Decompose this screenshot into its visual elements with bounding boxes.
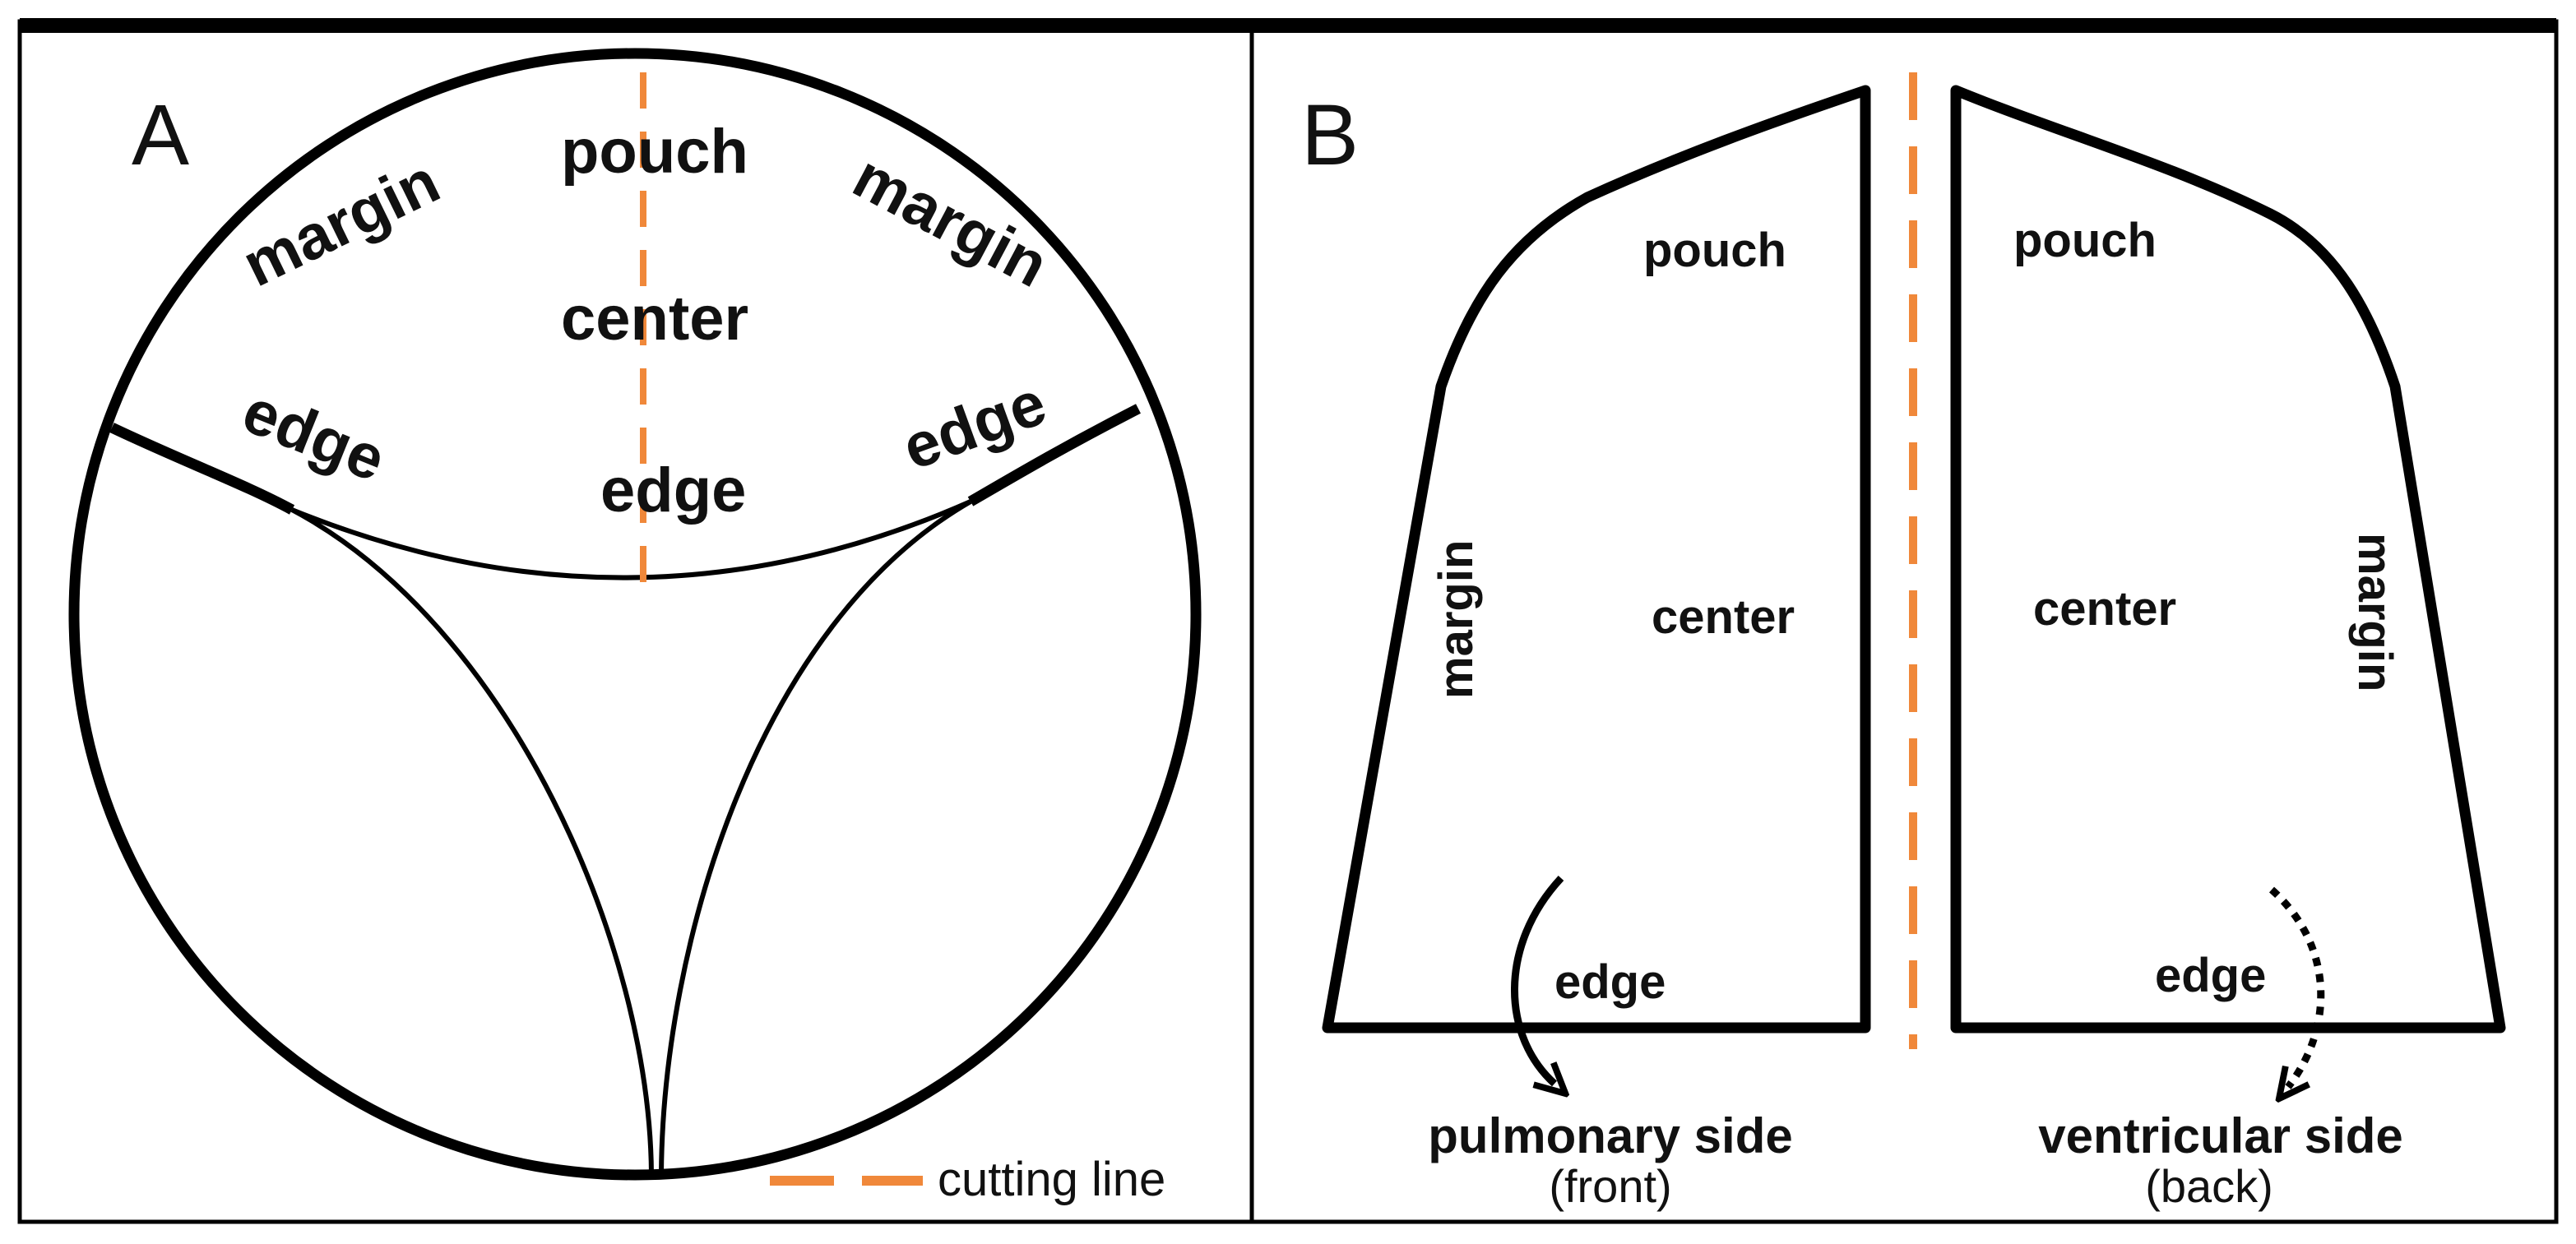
valve-annulus — [68, 48, 1202, 1181]
label-margin-front: margin — [1429, 540, 1483, 699]
cusp-line-right — [659, 499, 972, 1175]
leaflet-line-right — [967, 404, 1141, 506]
label-edge-left-a: edge — [234, 376, 395, 495]
leaflet-back-outline — [1950, 85, 2506, 1034]
label-edge-back: edge — [2155, 949, 2266, 1002]
label-edge-center-a: edge — [600, 456, 746, 525]
label-margin-back: margin — [2348, 533, 2402, 691]
panel-a-label: A — [132, 87, 189, 183]
label-pouch-front: pouch — [1643, 224, 1786, 277]
panel-b: B pouch center edge margin pouch center … — [1301, 72, 2506, 1212]
flip-arrow-front — [1511, 875, 1561, 1084]
side-sub-back: (back) — [2145, 1160, 2273, 1212]
legend-label: cutting line — [938, 1153, 1165, 1206]
leaflet-free-edge — [290, 499, 972, 580]
side-label-front: pulmonary side — [1428, 1108, 1792, 1163]
label-center-a: center — [561, 284, 748, 354]
flip-arrow-back — [2268, 886, 2325, 1087]
leaflet-front-outline — [1322, 85, 1871, 1034]
label-pouch-a: pouch — [561, 117, 748, 187]
leaflet-line-left — [109, 423, 295, 515]
panel-a: A pouch center edge margin margin edge e… — [68, 48, 1202, 1206]
cutting-line-legend: cutting line — [770, 1153, 1165, 1206]
cusp-line-left — [290, 507, 654, 1175]
label-margin-right-a: margin — [842, 141, 1059, 301]
side-label-back: ventricular side — [2038, 1108, 2403, 1163]
side-sub-front: (front) — [1549, 1160, 1671, 1212]
label-edge-front: edge — [1554, 955, 1666, 1009]
label-pouch-back: pouch — [2013, 214, 2157, 267]
figure-frame — [17, 18, 2559, 1224]
label-margin-left-a: margin — [232, 146, 450, 300]
label-center-front: center — [1652, 590, 1795, 644]
panel-b-label: B — [1301, 87, 1359, 183]
label-center-back: center — [2033, 582, 2176, 636]
